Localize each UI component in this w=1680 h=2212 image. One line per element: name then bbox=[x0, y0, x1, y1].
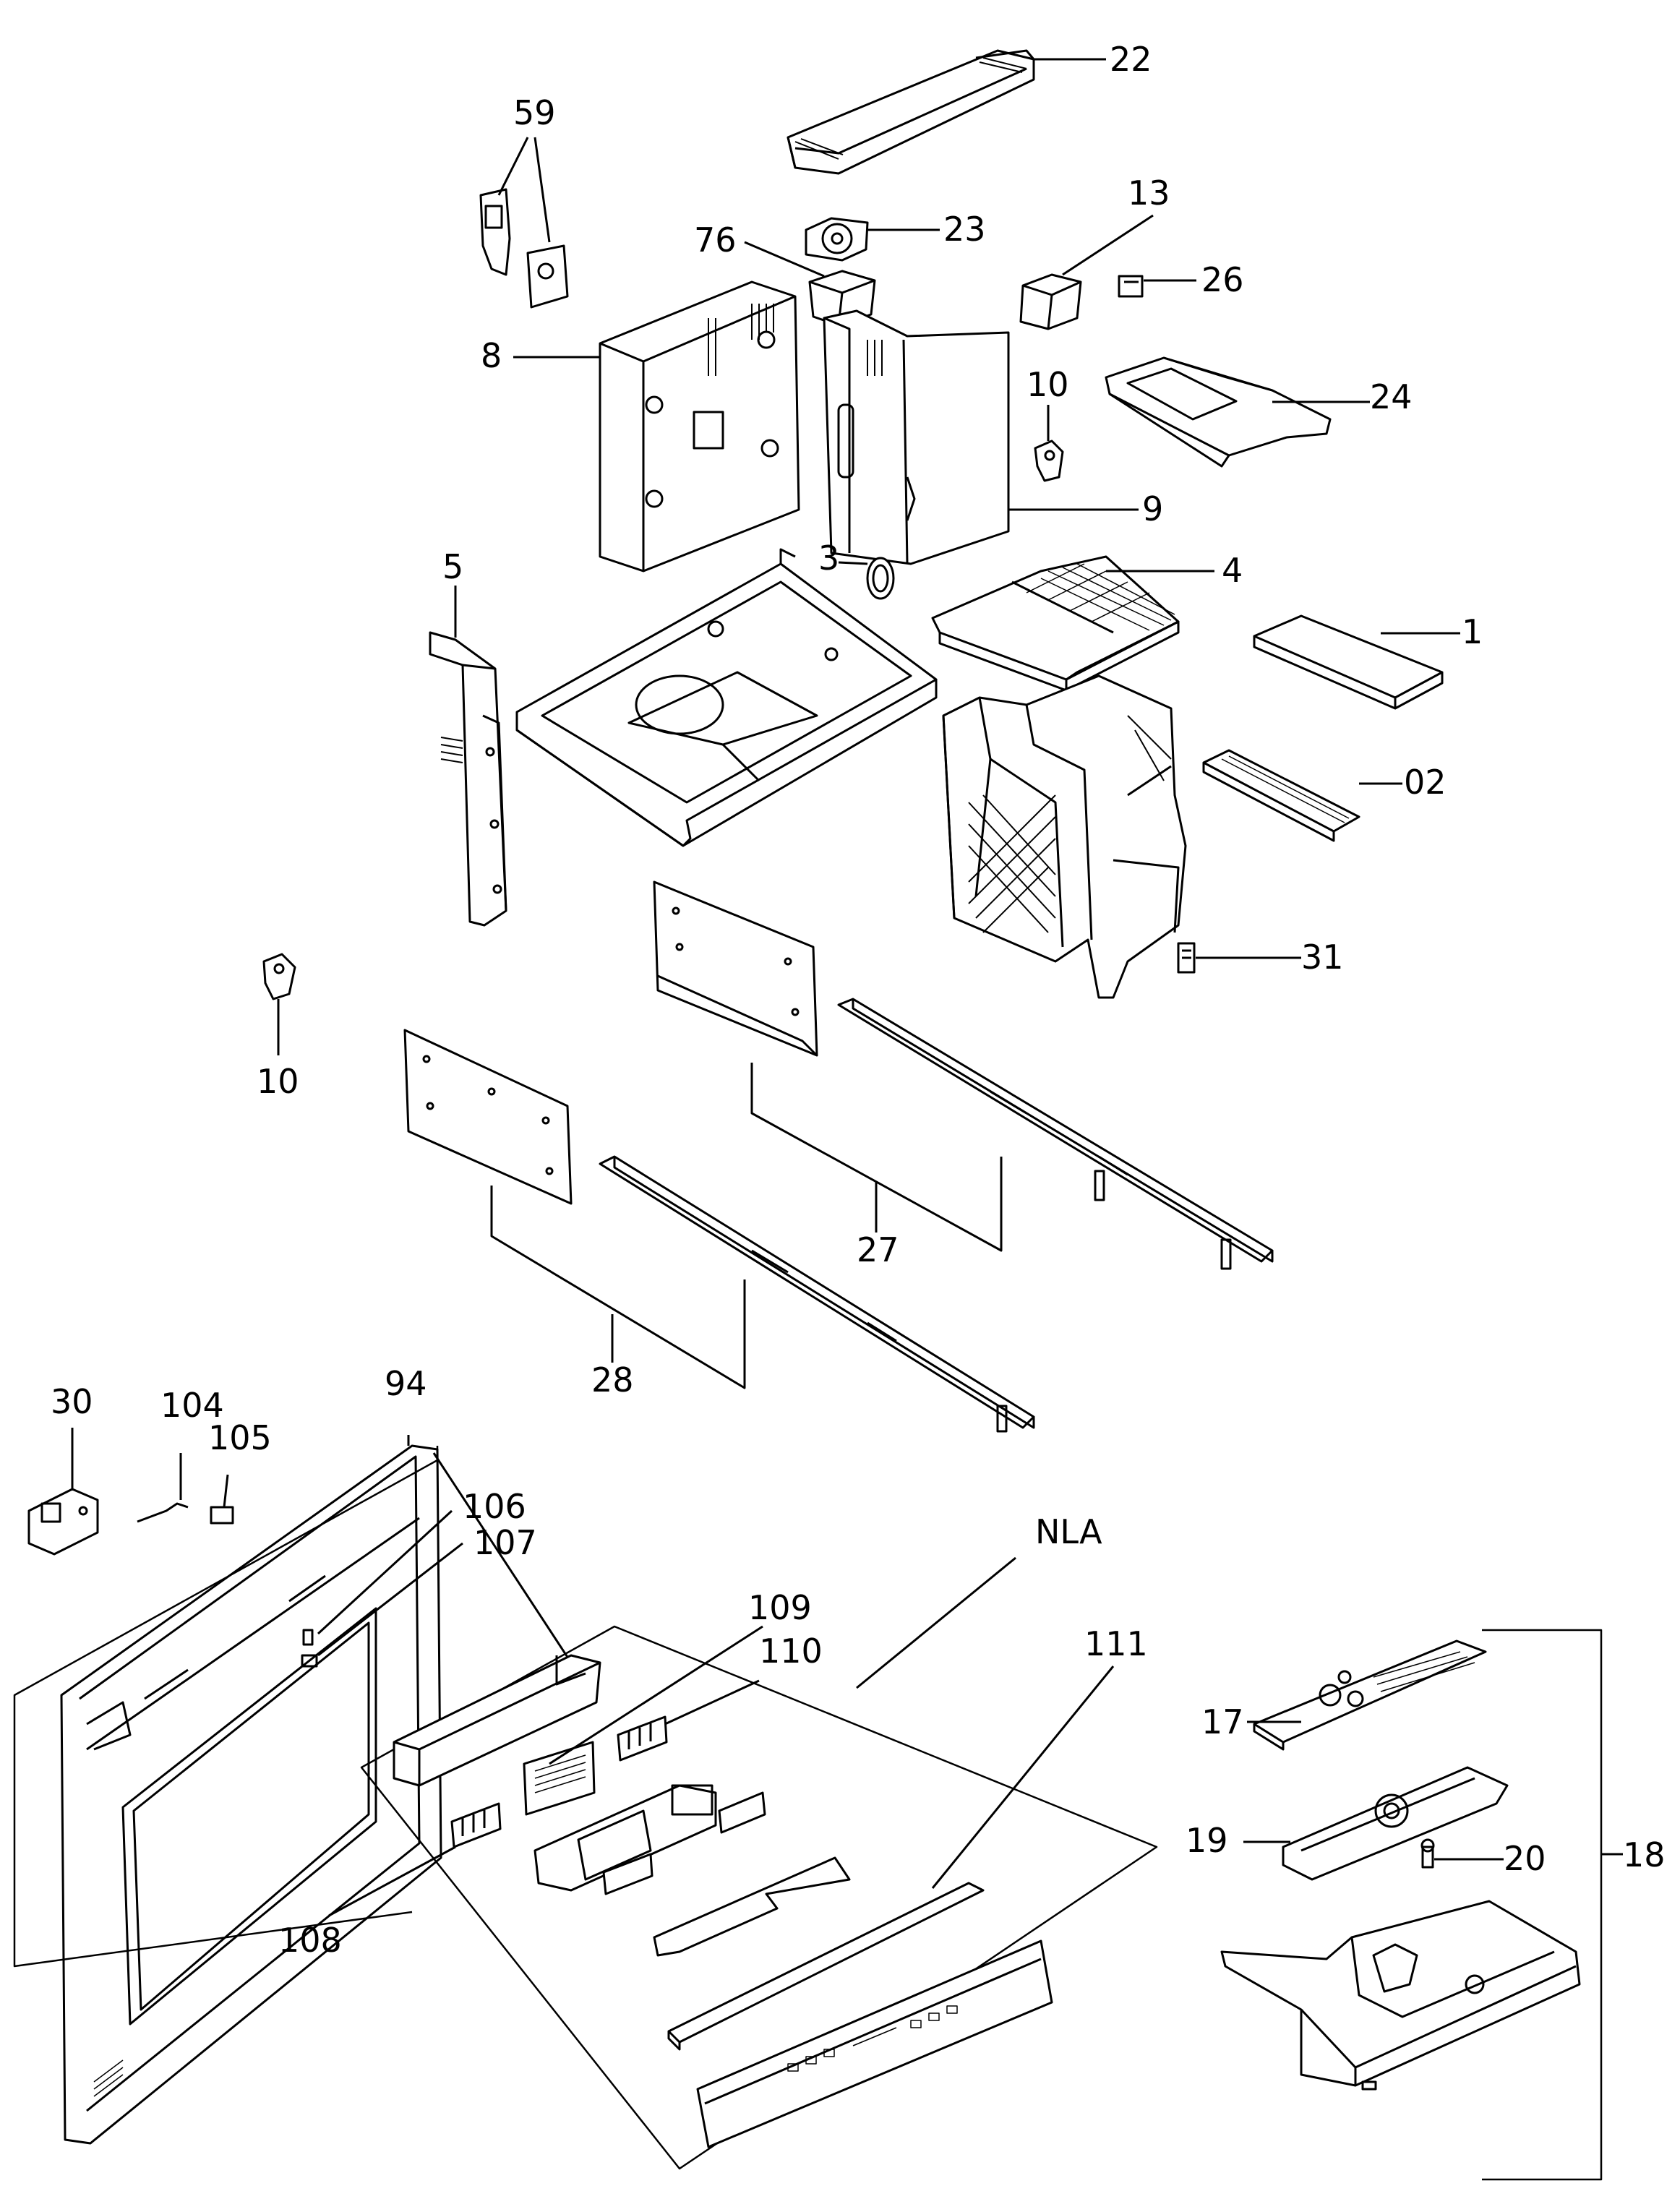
bracket-94 bbox=[13, 1446, 439, 1968]
label-24: 24 bbox=[1370, 377, 1413, 416]
part-30-board bbox=[27, 1488, 99, 1556]
label-5: 5 bbox=[442, 547, 463, 586]
label-107: 107 bbox=[473, 1523, 537, 1562]
label-23: 23 bbox=[943, 210, 986, 249]
leader-107 bbox=[317, 1542, 463, 1657]
label-30: 30 bbox=[51, 1382, 93, 1421]
label-13: 13 bbox=[1128, 173, 1170, 213]
part-10-upper-hinge bbox=[1034, 440, 1064, 482]
label-3: 3 bbox=[818, 539, 839, 578]
leader-13 bbox=[1062, 214, 1154, 276]
control-panel-group-outline bbox=[360, 1625, 1158, 2170]
label-27: 27 bbox=[857, 1230, 899, 1269]
part-connector-small bbox=[602, 1791, 766, 1895]
label-26: 26 bbox=[1201, 260, 1244, 299]
label-20: 20 bbox=[1504, 1839, 1546, 1878]
part-27-rail bbox=[837, 998, 1274, 1270]
leader-76 bbox=[744, 241, 825, 278]
part-control-panel bbox=[696, 1939, 1053, 2148]
part-26-clip bbox=[1118, 275, 1144, 298]
part-59-sensor bbox=[479, 188, 569, 309]
part-105-switch bbox=[210, 1506, 234, 1525]
part-9-side-panel bbox=[823, 309, 1010, 565]
part-19-frame bbox=[1282, 1766, 1509, 1881]
part-23-fan bbox=[805, 217, 869, 262]
label-31: 31 bbox=[1301, 938, 1344, 977]
part-20-pin bbox=[1420, 1838, 1435, 1869]
label-110: 110 bbox=[759, 1632, 823, 1671]
leader-105 bbox=[223, 1474, 229, 1508]
label-10-upper: 10 bbox=[1027, 365, 1069, 404]
label-nla: NLA bbox=[1035, 1512, 1102, 1551]
label-108: 108 bbox=[278, 1921, 342, 1960]
leader-59b bbox=[533, 137, 551, 243]
bracket-28 bbox=[490, 1186, 746, 1389]
leader-94-panel bbox=[432, 1452, 573, 1663]
label-104: 104 bbox=[160, 1386, 224, 1425]
part-1-lid bbox=[1253, 614, 1444, 710]
label-105: 105 bbox=[208, 1418, 272, 1457]
label-18: 18 bbox=[1623, 1835, 1666, 1874]
part-111-trim bbox=[667, 1882, 985, 2051]
label-76: 76 bbox=[694, 220, 737, 260]
part-108-connector bbox=[450, 1802, 502, 1848]
part-4-top-cover bbox=[931, 555, 1180, 692]
part-main-chassis bbox=[942, 674, 1187, 999]
part-5-side-panel bbox=[429, 631, 507, 927]
label-111: 111 bbox=[1084, 1624, 1148, 1663]
label-59: 59 bbox=[513, 93, 556, 132]
label-8: 8 bbox=[481, 336, 502, 375]
part-nla-flex bbox=[653, 1856, 851, 1957]
leader-nla bbox=[856, 1556, 1016, 1689]
label-19: 19 bbox=[1186, 1821, 1228, 1860]
part-109-board bbox=[523, 1741, 596, 1816]
part-3-ring bbox=[866, 557, 895, 600]
label-9: 9 bbox=[1142, 489, 1163, 528]
leader-109 bbox=[549, 1625, 763, 1765]
label-02: 02 bbox=[1404, 763, 1447, 802]
part-27-plate bbox=[653, 880, 818, 1057]
part-17-grid-cover bbox=[1253, 1639, 1487, 1751]
part-28-rail bbox=[599, 1155, 1035, 1433]
part-28-plate bbox=[403, 1029, 573, 1205]
label-17: 17 bbox=[1201, 1702, 1244, 1741]
label-28: 28 bbox=[591, 1360, 634, 1399]
part-02-grille bbox=[1202, 749, 1360, 842]
label-109: 109 bbox=[748, 1588, 812, 1627]
leader-59a bbox=[497, 137, 529, 196]
part-base-frame bbox=[515, 548, 938, 847]
leader-3 bbox=[838, 561, 868, 565]
callout-labels: 59 22 23 13 76 26 8 10 24 9 3 4 5 1 02 3… bbox=[51, 40, 1666, 1960]
leader-108 bbox=[328, 1846, 456, 1917]
label-106: 106 bbox=[463, 1487, 526, 1526]
part-10-lower-hinge bbox=[262, 953, 296, 1000]
leader-110 bbox=[664, 1679, 760, 1726]
leader-106 bbox=[317, 1509, 453, 1635]
part-8-rear-panel bbox=[599, 280, 800, 573]
part-18-drip-tray bbox=[1220, 1900, 1581, 2091]
part-31-clip bbox=[1177, 942, 1196, 974]
label-10-lower: 10 bbox=[257, 1062, 299, 1101]
part-control-board bbox=[533, 1784, 717, 1892]
part-94-door-frame bbox=[60, 1444, 442, 2145]
label-22: 22 bbox=[1110, 40, 1152, 79]
part-22-top-rail bbox=[787, 49, 1035, 175]
part-13-bracket bbox=[1019, 273, 1082, 330]
part-housing bbox=[393, 1654, 601, 1787]
part-104-wire bbox=[137, 1502, 189, 1523]
label-4: 4 bbox=[1222, 551, 1243, 590]
part-110-connector bbox=[617, 1715, 668, 1762]
label-1: 1 bbox=[1462, 612, 1483, 651]
label-94: 94 bbox=[385, 1364, 427, 1403]
leader-111 bbox=[931, 1666, 1115, 1889]
part-24-tray bbox=[1105, 356, 1332, 468]
bracket-18 bbox=[1482, 1629, 1603, 2181]
